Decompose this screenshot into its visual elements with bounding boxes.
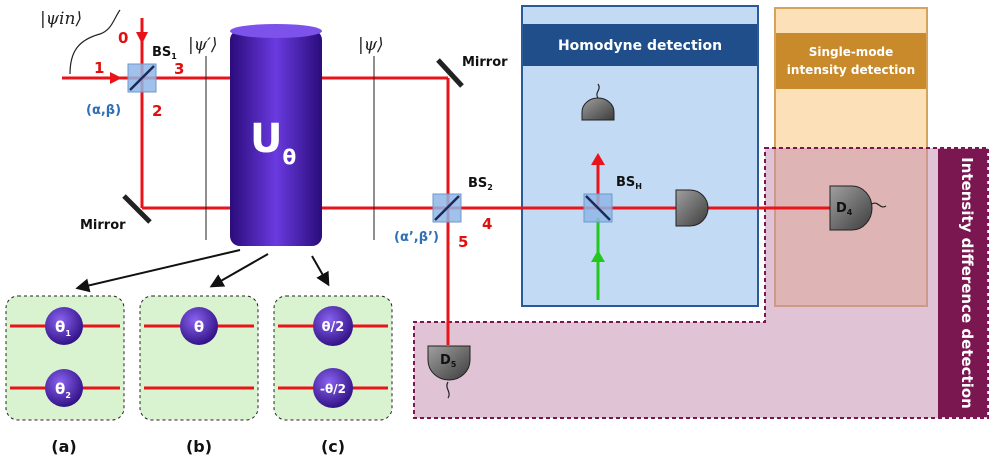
port-1: 1 xyxy=(94,59,104,77)
psi-in-brace xyxy=(69,9,121,75)
arrow-to-c xyxy=(311,255,330,287)
mirror-bottom-label: Mirror xyxy=(80,218,126,233)
port-4: 4 xyxy=(482,215,492,233)
homodyne-detector-top xyxy=(581,83,615,121)
panel-b-phase: θ xyxy=(194,318,204,336)
detector-d4 xyxy=(829,185,887,231)
mirror-bottom xyxy=(122,194,152,224)
mirror-top-label: Mirror xyxy=(462,55,508,70)
beam-arrow-in0 xyxy=(136,32,148,44)
bs1-label: BS1 xyxy=(152,45,177,61)
homodyne-header xyxy=(523,24,757,66)
single-mode-title-2: intensity detection xyxy=(787,63,915,77)
d5-label: D5 xyxy=(440,353,457,369)
unitary-label: Uθ xyxy=(250,116,296,169)
homodyne-title: Homodyne detection xyxy=(558,38,722,54)
unitary-cylinder xyxy=(230,24,322,246)
psi-in-label: |ψin⟩ xyxy=(40,9,82,29)
single-mode-header xyxy=(776,33,926,89)
alpha-beta-prime-label: (α’,β’) xyxy=(394,230,439,245)
beam-arrow-in1 xyxy=(110,72,122,84)
panel-c-bottom-phase: -θ/2 xyxy=(320,382,346,396)
psi-label: |ψ⟩ xyxy=(358,35,384,55)
panel-a-bottom-phase: θ2 xyxy=(55,380,71,400)
port-0: 0 xyxy=(118,29,128,47)
panel-c-top-phase: θ/2 xyxy=(322,320,345,335)
arrow-to-a xyxy=(75,249,241,293)
mirror-top xyxy=(436,58,464,88)
intensity-difference-header xyxy=(938,149,987,417)
panel-b-label: (b) xyxy=(186,437,212,456)
bs1-beam-splitter xyxy=(127,63,157,93)
intensity-difference-title: Intensity difference detection xyxy=(958,157,976,409)
bs2-label: BS2 xyxy=(468,176,493,192)
bsh-beam-splitter xyxy=(583,193,613,223)
panel-a xyxy=(5,295,125,421)
beam-arrow-up xyxy=(591,153,605,165)
panel-a-top-phase: θ1 xyxy=(55,318,71,338)
alpha-beta-label: (α,β) xyxy=(86,103,121,118)
homodyne-detector-right xyxy=(675,189,709,227)
arrow-to-b xyxy=(209,253,269,288)
panel-c xyxy=(273,295,393,421)
panel-b xyxy=(139,295,259,421)
d4-label: D4 xyxy=(836,201,853,217)
detector-d5 xyxy=(427,345,471,399)
port-3: 3 xyxy=(174,60,184,78)
bsh-label: BSH xyxy=(616,175,642,191)
port-5: 5 xyxy=(458,233,468,251)
panel-a-label: (a) xyxy=(51,437,76,456)
single-mode-title-1: Single-mode xyxy=(809,45,894,59)
port-2: 2 xyxy=(152,102,162,120)
lo-arrow xyxy=(591,250,605,262)
psi-prime-label: |ψ′⟩ xyxy=(188,35,218,55)
panel-c-label: (c) xyxy=(321,437,345,456)
bs2-beam-splitter xyxy=(432,193,462,223)
